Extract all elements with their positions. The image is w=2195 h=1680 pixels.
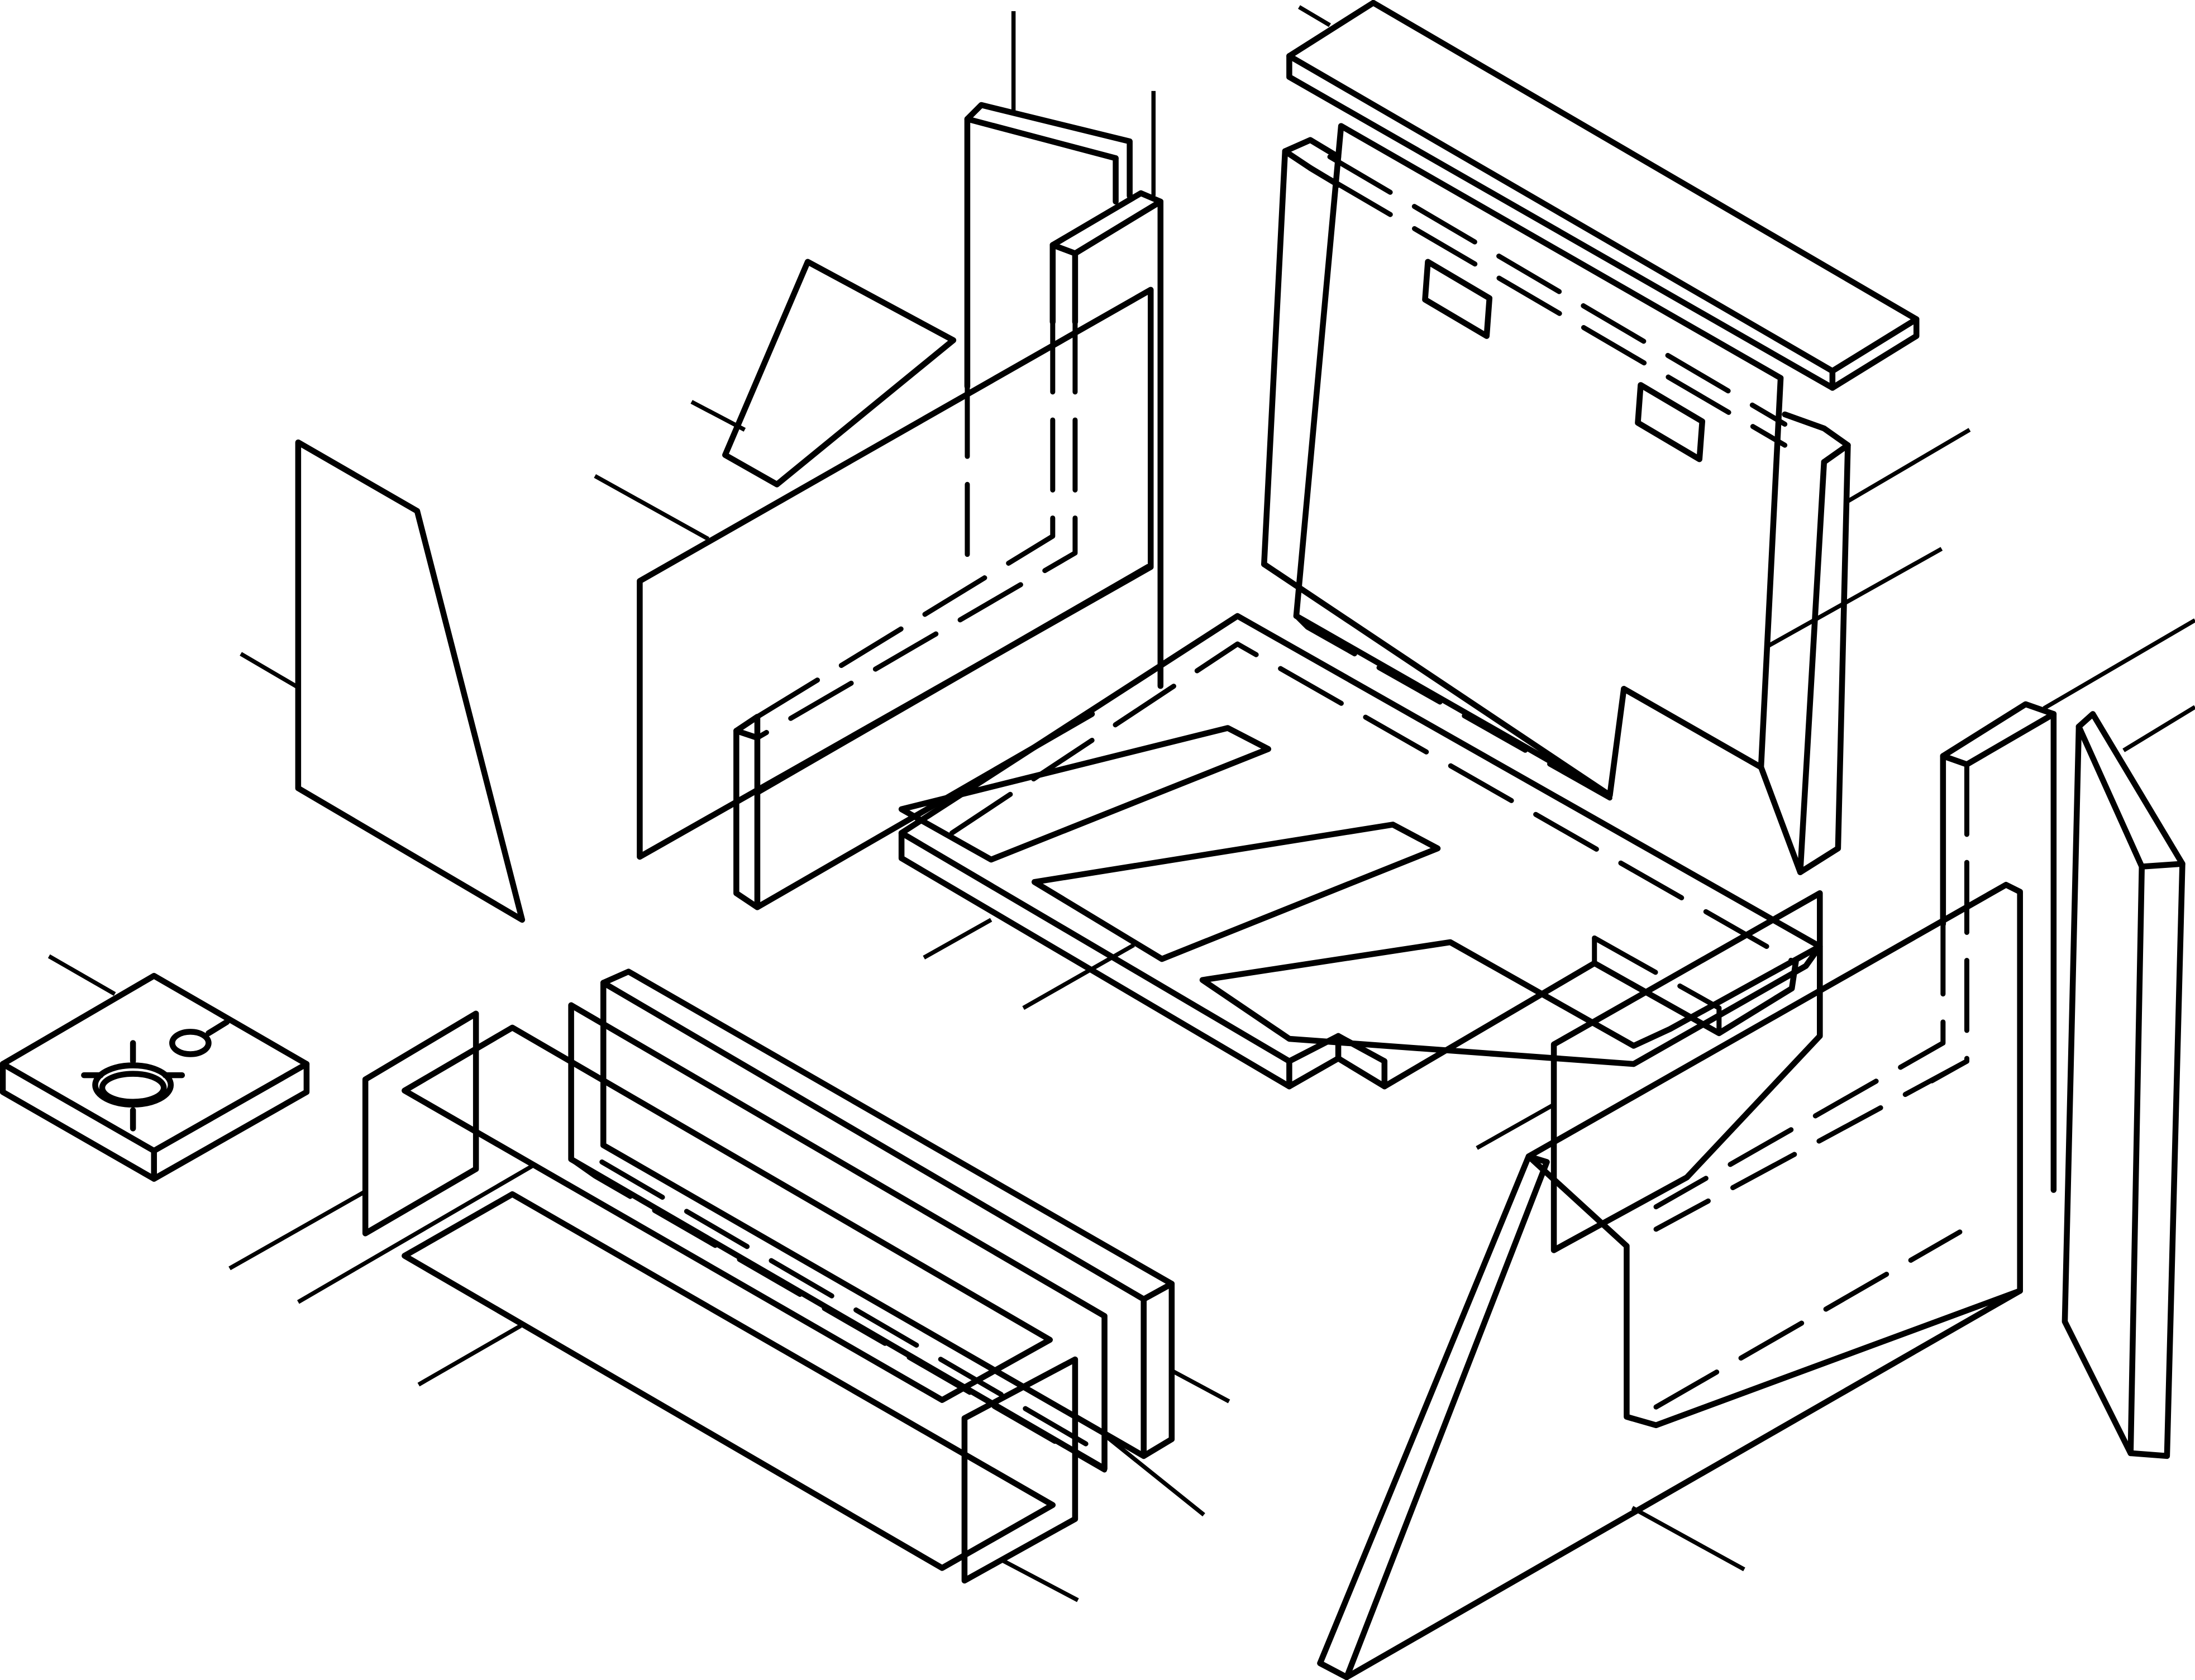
leader-line <box>2043 618 2195 710</box>
leader-line <box>1631 1506 1745 1572</box>
leader-line <box>1476 1102 1555 1150</box>
part-left-triangle-sheet <box>295 439 526 923</box>
leader-line <box>1000 1558 1079 1602</box>
leader-line <box>1171 1368 1230 1404</box>
part-front-thick-board <box>600 968 1175 1459</box>
leader-line <box>923 918 992 960</box>
part-right-side-sheet <box>1550 890 1823 1253</box>
part-front-long-sheet-bottom <box>402 1191 1056 1571</box>
part-front-long-sheet-top <box>402 1024 1053 1403</box>
leader-line <box>690 400 746 432</box>
leader-line <box>47 954 116 996</box>
part-top-bar <box>1286 0 1920 391</box>
leader-line <box>1298 5 1331 27</box>
leader-line <box>417 1324 522 1387</box>
leader-lines <box>47 5 2195 1602</box>
part-right-frame-board <box>1525 881 2023 1429</box>
part-floor-slot-b <box>1031 822 1441 962</box>
part-floor-slot-a <box>898 725 1272 863</box>
leader-line <box>2122 705 2195 752</box>
leader-line <box>1765 547 1943 649</box>
part-left-side-sheet <box>637 287 1154 860</box>
leader-line <box>228 1189 367 1271</box>
leader-line <box>297 1164 533 1304</box>
part-right-upright <box>1653 701 2057 1232</box>
part-back-panel-outer <box>1261 137 1851 875</box>
leader-line <box>1846 428 1971 503</box>
liner-tab-left <box>1422 259 1493 339</box>
leader-line <box>240 652 299 690</box>
leader-line <box>594 474 710 541</box>
leader-line <box>1103 1433 1205 1517</box>
part-front-frame-board <box>568 1002 1108 1473</box>
part-left-upright-rear <box>964 102 1133 577</box>
part-corner-block <box>0 972 310 1182</box>
part-right-triangle-board <box>1317 1153 2023 1680</box>
liner-tab-right <box>1635 382 1706 462</box>
part-small-triangle <box>722 259 957 488</box>
block-small-circle <box>169 1029 212 1057</box>
part-right-tall-slab <box>2062 711 2186 1459</box>
leader-line <box>1022 943 1135 1010</box>
part-floor-board <box>898 613 1823 1090</box>
part-front-end-sheet <box>362 1010 479 1237</box>
part-back-liner <box>1293 123 1788 801</box>
part-front-end-cap <box>961 1356 1079 1584</box>
